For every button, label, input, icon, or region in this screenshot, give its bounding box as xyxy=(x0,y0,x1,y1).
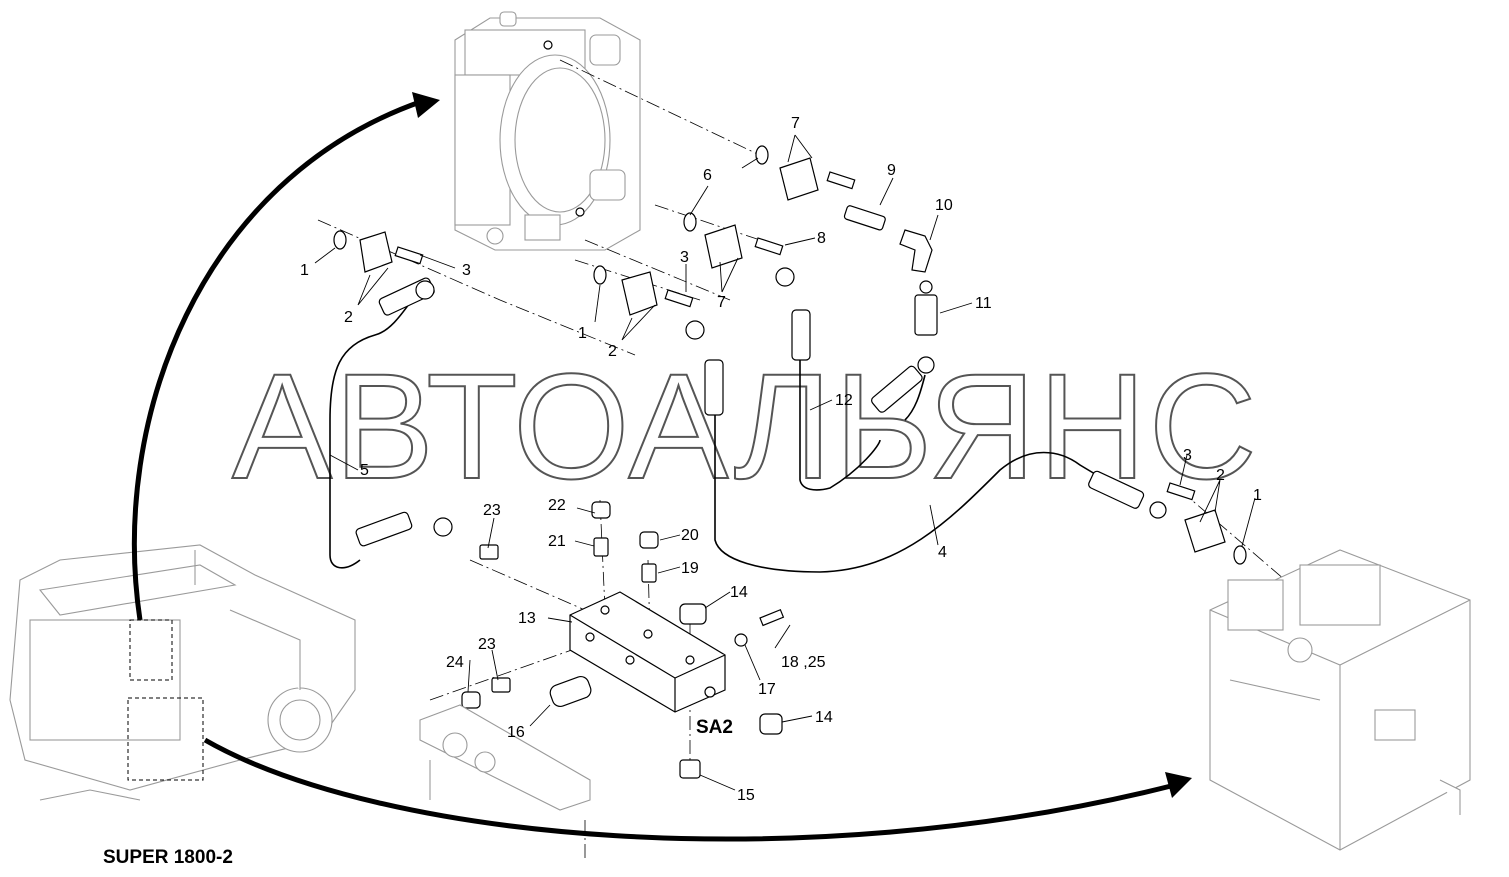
callout-3: 3 xyxy=(462,262,471,279)
callout-labels: 1 2 3 1 2 3 6 7 7 8 9 10 11 12 5 4 3 2 1… xyxy=(300,115,1262,804)
callout-2: 2 xyxy=(1216,467,1225,484)
callout-11: 11 xyxy=(975,295,992,312)
callout-14: 14 xyxy=(730,584,748,601)
callout-3: 3 xyxy=(680,249,689,266)
frame-plate xyxy=(419,704,591,811)
callout-19: 19 xyxy=(681,560,699,577)
callout-20: 20 xyxy=(681,527,699,544)
hoses xyxy=(329,289,1106,573)
watermark-text: АВТОАЛЬЯНС xyxy=(232,342,1259,510)
callout-13: 13 xyxy=(518,610,536,627)
callout-1: 1 xyxy=(300,262,309,279)
leader-lines xyxy=(314,134,1256,791)
callout-18-25: 18 ,25 xyxy=(781,654,826,671)
block-label: SA2 xyxy=(696,717,733,738)
hydraulic-tank xyxy=(1209,549,1471,851)
callout-2: 2 xyxy=(344,309,353,326)
callout-23: 23 xyxy=(483,502,501,519)
callout-7: 7 xyxy=(717,294,726,311)
callout-15: 15 xyxy=(737,787,755,804)
callout-4: 4 xyxy=(938,544,947,561)
callout-1: 1 xyxy=(1253,487,1262,504)
callout-23: 23 xyxy=(478,636,496,653)
callout-1: 1 xyxy=(578,325,587,342)
callout-24: 24 xyxy=(446,654,464,671)
model-label: SUPER 1800-2 xyxy=(103,847,233,868)
callout-6: 6 xyxy=(703,167,712,184)
callout-8: 8 xyxy=(817,230,826,247)
callout-9: 9 xyxy=(887,162,896,179)
callout-2: 2 xyxy=(608,343,617,360)
callout-3: 3 xyxy=(1183,447,1192,464)
callout-17: 17 xyxy=(758,681,776,698)
callout-22: 22 xyxy=(548,497,566,514)
callout-16: 16 xyxy=(507,724,525,741)
callout-5: 5 xyxy=(360,462,369,479)
reference-arrows xyxy=(131,92,1192,842)
paver-machine xyxy=(9,544,356,801)
distribution-block xyxy=(569,591,726,713)
callout-10: 10 xyxy=(935,197,953,214)
callout-21: 21 xyxy=(548,533,566,550)
callout-14: 14 xyxy=(815,709,833,726)
fittings xyxy=(333,145,1247,779)
callout-7: 7 xyxy=(791,115,800,132)
radiator-cooler xyxy=(454,11,641,251)
callout-12: 12 xyxy=(835,392,853,409)
